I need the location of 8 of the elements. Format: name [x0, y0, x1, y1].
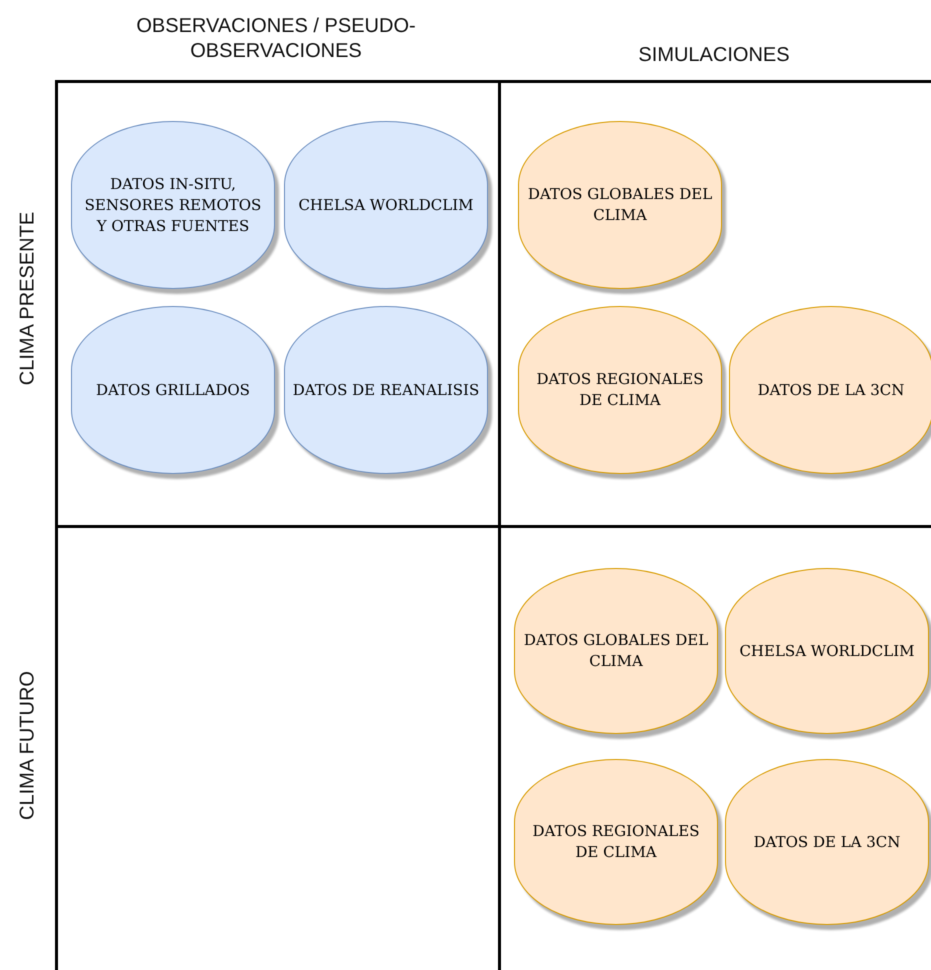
column-header: OBSERVACIONES / PSEUDO-OBSERVACIONES	[135, 14, 417, 64]
grid-cell	[498, 525, 931, 970]
column-header: SIMULACIONES	[637, 43, 791, 68]
row-header: CLIMA PRESENTE	[16, 210, 40, 388]
row-header: CLIMA FUTURO	[16, 670, 40, 822]
grid-cell	[498, 80, 931, 525]
grid-cell	[55, 80, 498, 525]
grid-cell	[55, 525, 498, 970]
